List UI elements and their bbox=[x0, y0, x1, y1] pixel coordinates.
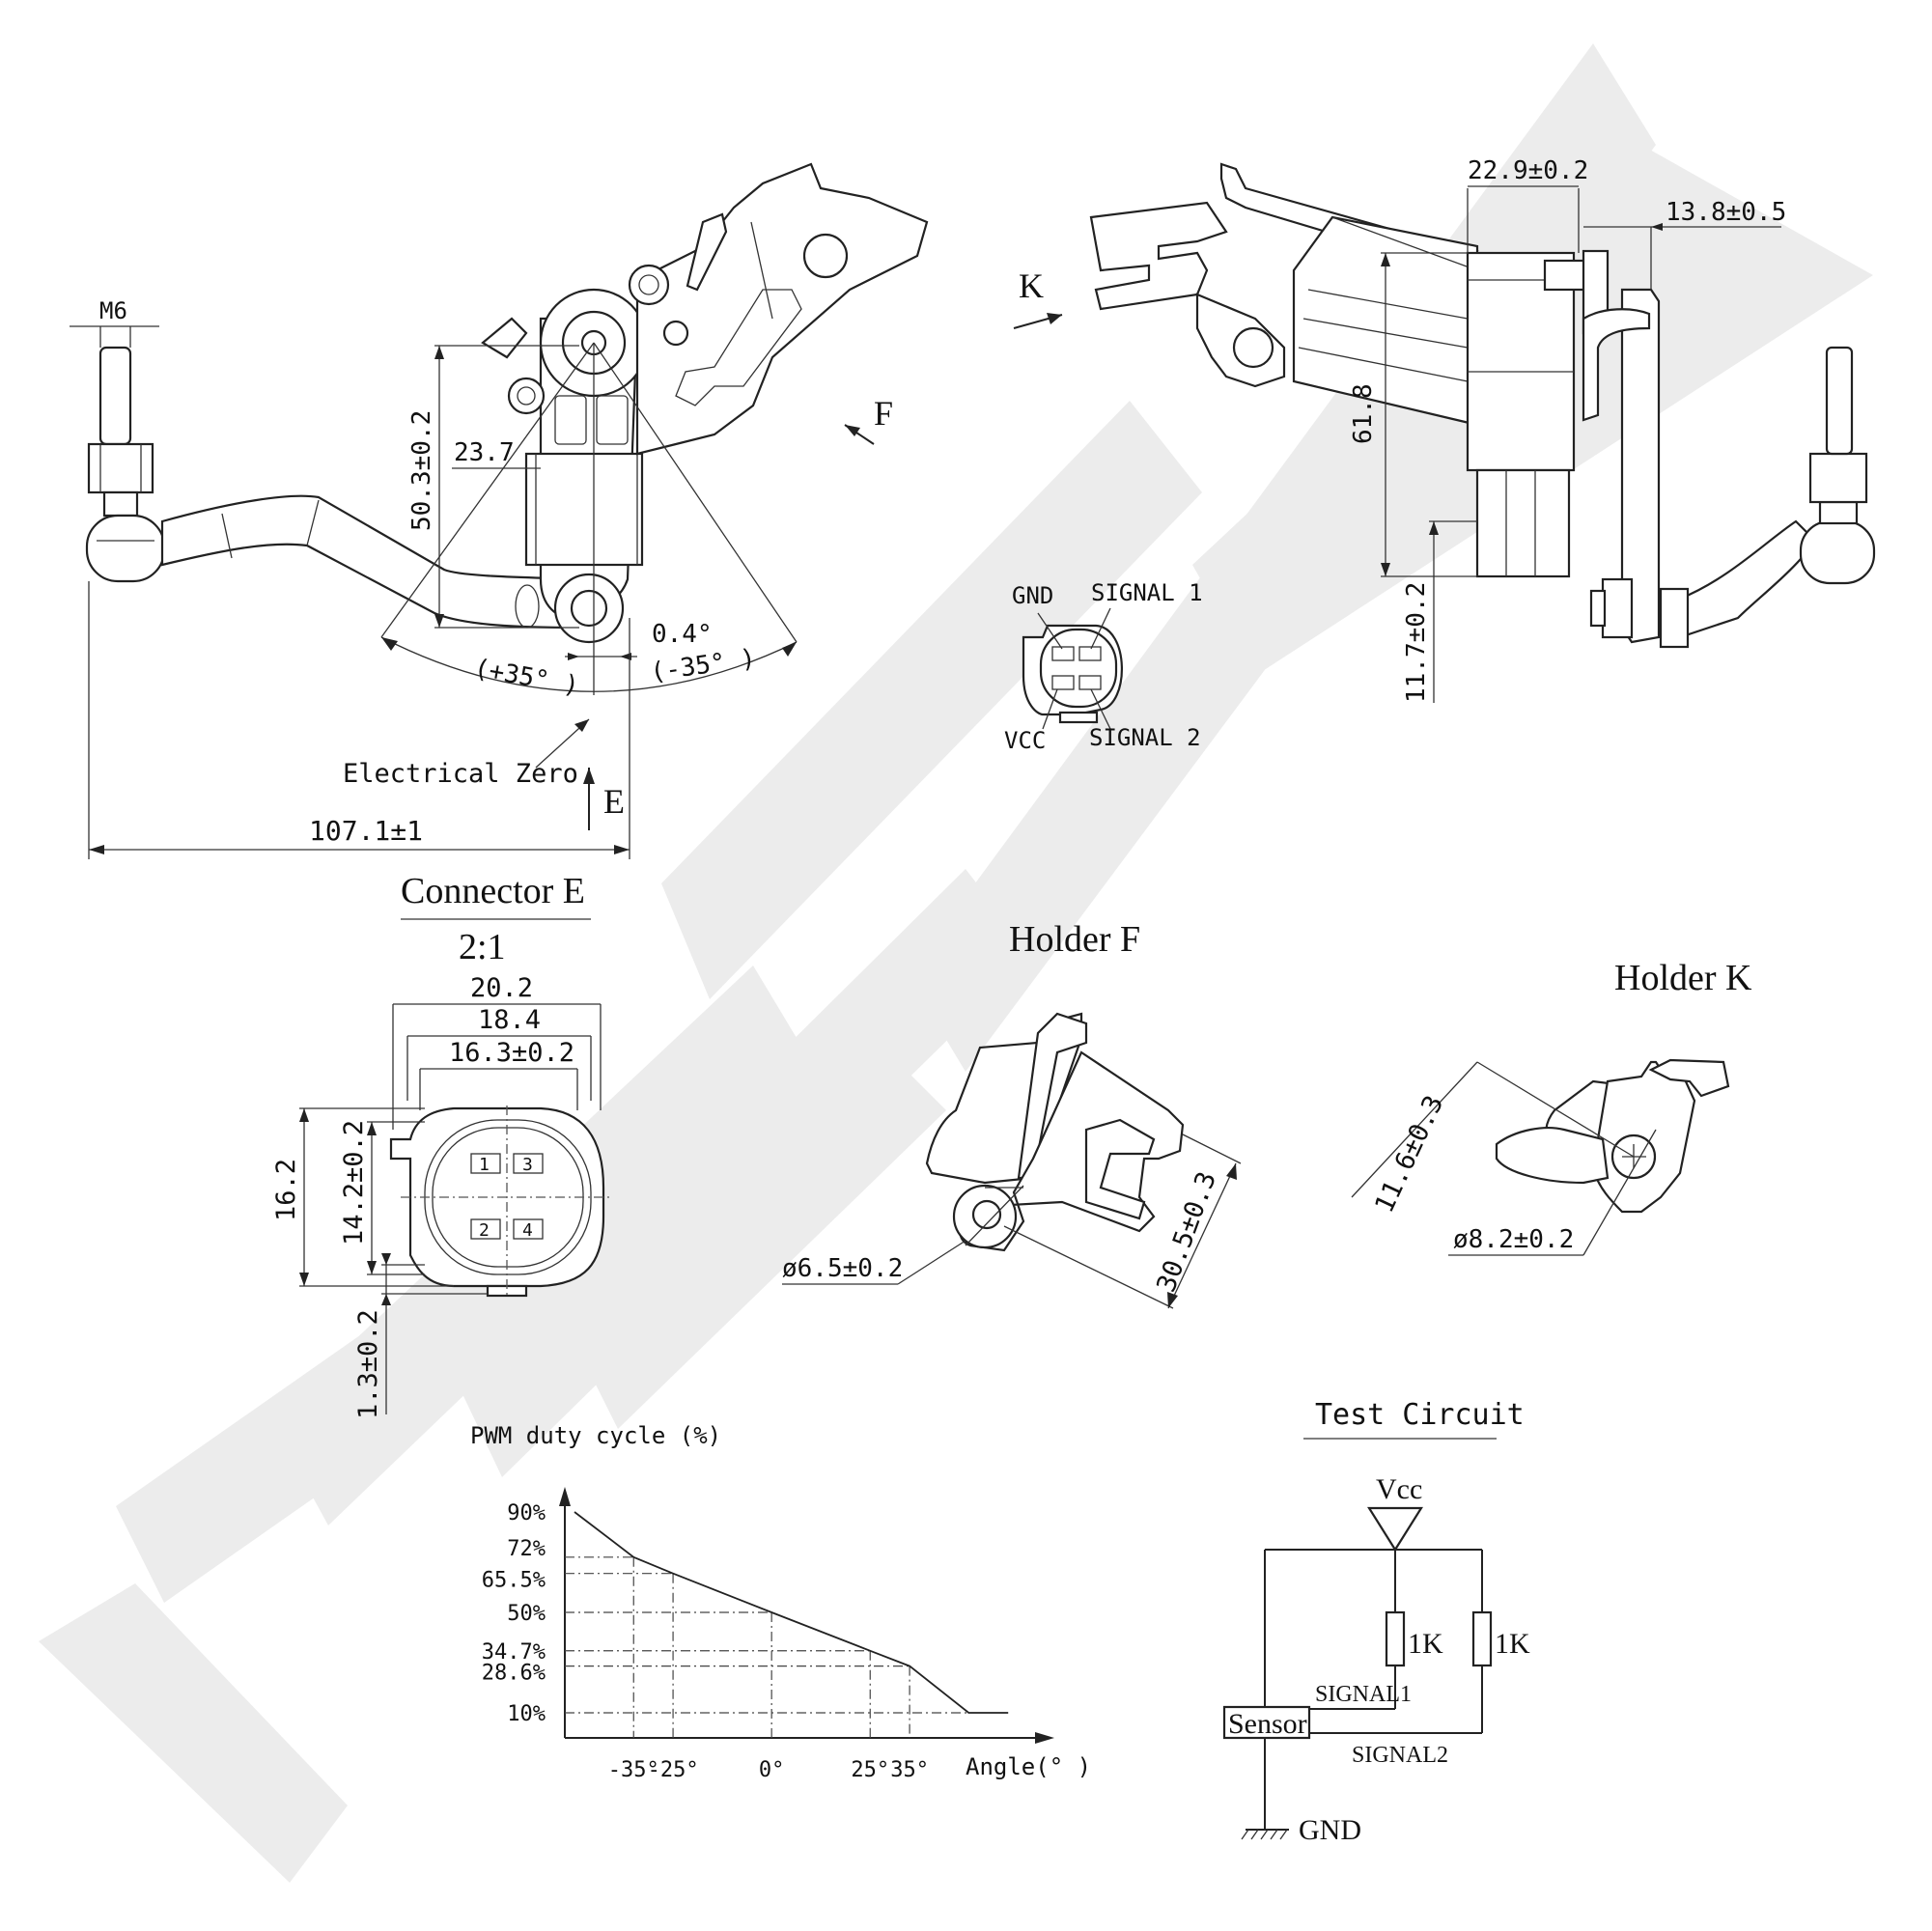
angle-minus-label: (-35° ) bbox=[649, 644, 758, 687]
sensor-label: Sensor bbox=[1228, 1708, 1307, 1740]
signal1-label: SIGNAL1 bbox=[1315, 1682, 1412, 1707]
y-tick-label: 90% bbox=[507, 1501, 546, 1525]
angle-plus-label: (+35° ) bbox=[472, 654, 581, 701]
holder-k-distance-label: 11.6±0.3 bbox=[1369, 1091, 1449, 1217]
holder-f-hole-label: ø6.5±0.2 bbox=[782, 1254, 903, 1283]
width-inner-label: 16.3±0.2 bbox=[449, 1038, 574, 1068]
connector-scale: 2:1 bbox=[459, 927, 506, 967]
y-tick-label: 34.7% bbox=[482, 1640, 546, 1665]
pin-1-label: 1 bbox=[479, 1155, 490, 1175]
lip-label: 1.3±0.2 bbox=[353, 1309, 383, 1419]
holder-k: Holder K 11.6±0.3 ø8.2±0.2 bbox=[1351, 958, 1752, 1256]
pin-signal2-label: SIGNAL 2 bbox=[1089, 724, 1201, 751]
signal2-label: SIGNAL2 bbox=[1352, 1743, 1448, 1768]
x-axis-arrow bbox=[1035, 1732, 1054, 1744]
connector-e: Connector E 2:1 20.2 18.4 16.3±0.2 1 3 2… bbox=[271, 871, 613, 1419]
connector-title: Connector E bbox=[401, 871, 585, 911]
holder-k-hole-label: ø8.2±0.2 bbox=[1453, 1225, 1574, 1254]
side-bottom-label: 11.7±0.2 bbox=[1402, 582, 1431, 703]
pin-2-label: 2 bbox=[479, 1220, 490, 1241]
length-label: 107.1±1 bbox=[309, 815, 423, 847]
electrical-zero-label: Electrical Zero bbox=[343, 759, 578, 789]
resistor-2-label: 1K bbox=[1495, 1628, 1530, 1660]
offset-label: 23.7 bbox=[454, 438, 515, 467]
view-f-label: F bbox=[874, 394, 893, 433]
width-mid-label: 18.4 bbox=[478, 1005, 541, 1035]
holder-k-title: Holder K bbox=[1614, 958, 1752, 998]
main-view: M6 bbox=[70, 162, 929, 859]
pin-signal1-label: SIGNAL 1 bbox=[1091, 579, 1203, 606]
resistor-1-label: 1K bbox=[1408, 1628, 1443, 1660]
width-top-label: 22.9±0.2 bbox=[1468, 156, 1588, 185]
x-tick-label: -25° bbox=[648, 1758, 699, 1782]
chart-title: PWM duty cycle (%) bbox=[470, 1422, 721, 1449]
width-outer-label: 20.2 bbox=[470, 973, 533, 1003]
y-tick-label: 28.6% bbox=[482, 1662, 546, 1686]
side-view: K bbox=[1013, 156, 1876, 703]
x-tick-label: -35° bbox=[608, 1758, 659, 1782]
gnd-label: GND bbox=[1299, 1814, 1361, 1846]
tolerance-label: 0.4° bbox=[652, 620, 713, 649]
view-e-label: E bbox=[603, 782, 625, 821]
thread-label: M6 bbox=[99, 297, 127, 324]
x-tick-label: 0° bbox=[759, 1758, 785, 1782]
offset-right-label: 13.8±0.5 bbox=[1666, 198, 1786, 227]
height-outer-label: 16.2 bbox=[271, 1159, 301, 1221]
pin-vcc-label: VCC bbox=[1004, 727, 1046, 754]
height-label: 50.3±0.2 bbox=[407, 410, 436, 531]
chart-xlabel: Angle(° ) bbox=[966, 1753, 1091, 1780]
y-axis-arrow bbox=[559, 1487, 571, 1506]
y-tick-label: 65.5% bbox=[482, 1569, 546, 1593]
side-height-label: 61.8 bbox=[1349, 383, 1378, 444]
y-tick-label: 72% bbox=[507, 1537, 546, 1561]
y-tick-label: 10% bbox=[507, 1702, 546, 1726]
y-tick-label: 50% bbox=[507, 1602, 546, 1626]
x-tick-label: 25° bbox=[851, 1758, 889, 1782]
pin-3-label: 3 bbox=[522, 1155, 533, 1175]
holder-f-title: Holder F bbox=[1009, 919, 1140, 960]
holder-f-length-label: 30.5±0.3 bbox=[1151, 1168, 1222, 1297]
view-k-label: K bbox=[1019, 266, 1044, 305]
circuit-vcc-label: Vcc bbox=[1376, 1473, 1422, 1505]
x-tick-label: 35° bbox=[890, 1758, 929, 1782]
test-circuit: Test Circuit Vcc 1K 1K Sensor SIGNAL1 SI… bbox=[1222, 1398, 1530, 1846]
pwm-series-line bbox=[574, 1511, 1009, 1714]
circuit-title: Test Circuit bbox=[1315, 1398, 1525, 1432]
pin-diagram: GND SIGNAL 1 VCC SIGNAL 2 bbox=[1004, 579, 1203, 754]
height-inner-label: 14.2±0.2 bbox=[339, 1120, 369, 1245]
pin-4-label: 4 bbox=[522, 1220, 533, 1241]
pwm-chart: PWM duty cycle (%) Angle(° ) 90% 72% 65.5%… bbox=[470, 1422, 1091, 1782]
holder-f: Holder F 30.5±0.3 ø6.5±0.2 bbox=[782, 919, 1242, 1309]
pin-gnd-label: GND bbox=[1012, 582, 1053, 609]
